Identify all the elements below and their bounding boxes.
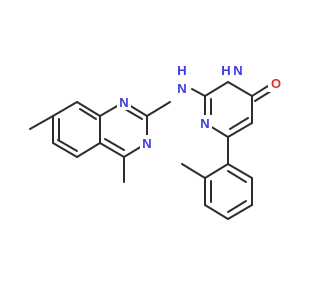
atom-nitrogen-label: N [177, 81, 186, 96]
bond [146, 101, 171, 117]
bond [79, 108, 97, 120]
bond [104, 138, 125, 151]
bond [227, 200, 247, 213]
bond [204, 204, 229, 220]
bond [181, 163, 206, 179]
atom-nitrogen-label: N [119, 95, 128, 110]
bond [251, 85, 269, 97]
bond [227, 163, 253, 179]
atom-nitrogen-label: N [142, 136, 151, 151]
atom-labels: N N N H H N N O [117, 60, 284, 151]
bond [29, 115, 54, 130]
bond [52, 101, 78, 117]
atom-hydrogen-label: H [177, 63, 186, 78]
molecule-structure-diagram: N N N H H N N O [29, 60, 284, 220]
bond [229, 117, 249, 130]
bond [99, 142, 125, 158]
atom-oxygen-label: O [271, 76, 281, 91]
bond [227, 170, 247, 183]
bond [191, 88, 206, 97]
atom-hydrogen-label: H [221, 63, 230, 78]
bond [227, 81, 253, 97]
bond [76, 142, 101, 158]
bond [76, 101, 101, 117]
bond [227, 122, 253, 138]
bond [57, 139, 78, 152]
bond [204, 81, 229, 97]
bond [124, 108, 143, 120]
bond [204, 163, 229, 179]
bond [227, 204, 253, 220]
bond [254, 90, 272, 102]
atom-nitrogen-label: N [233, 63, 242, 78]
bond [52, 142, 78, 158]
atom-nitrogen-label: N [200, 116, 209, 131]
